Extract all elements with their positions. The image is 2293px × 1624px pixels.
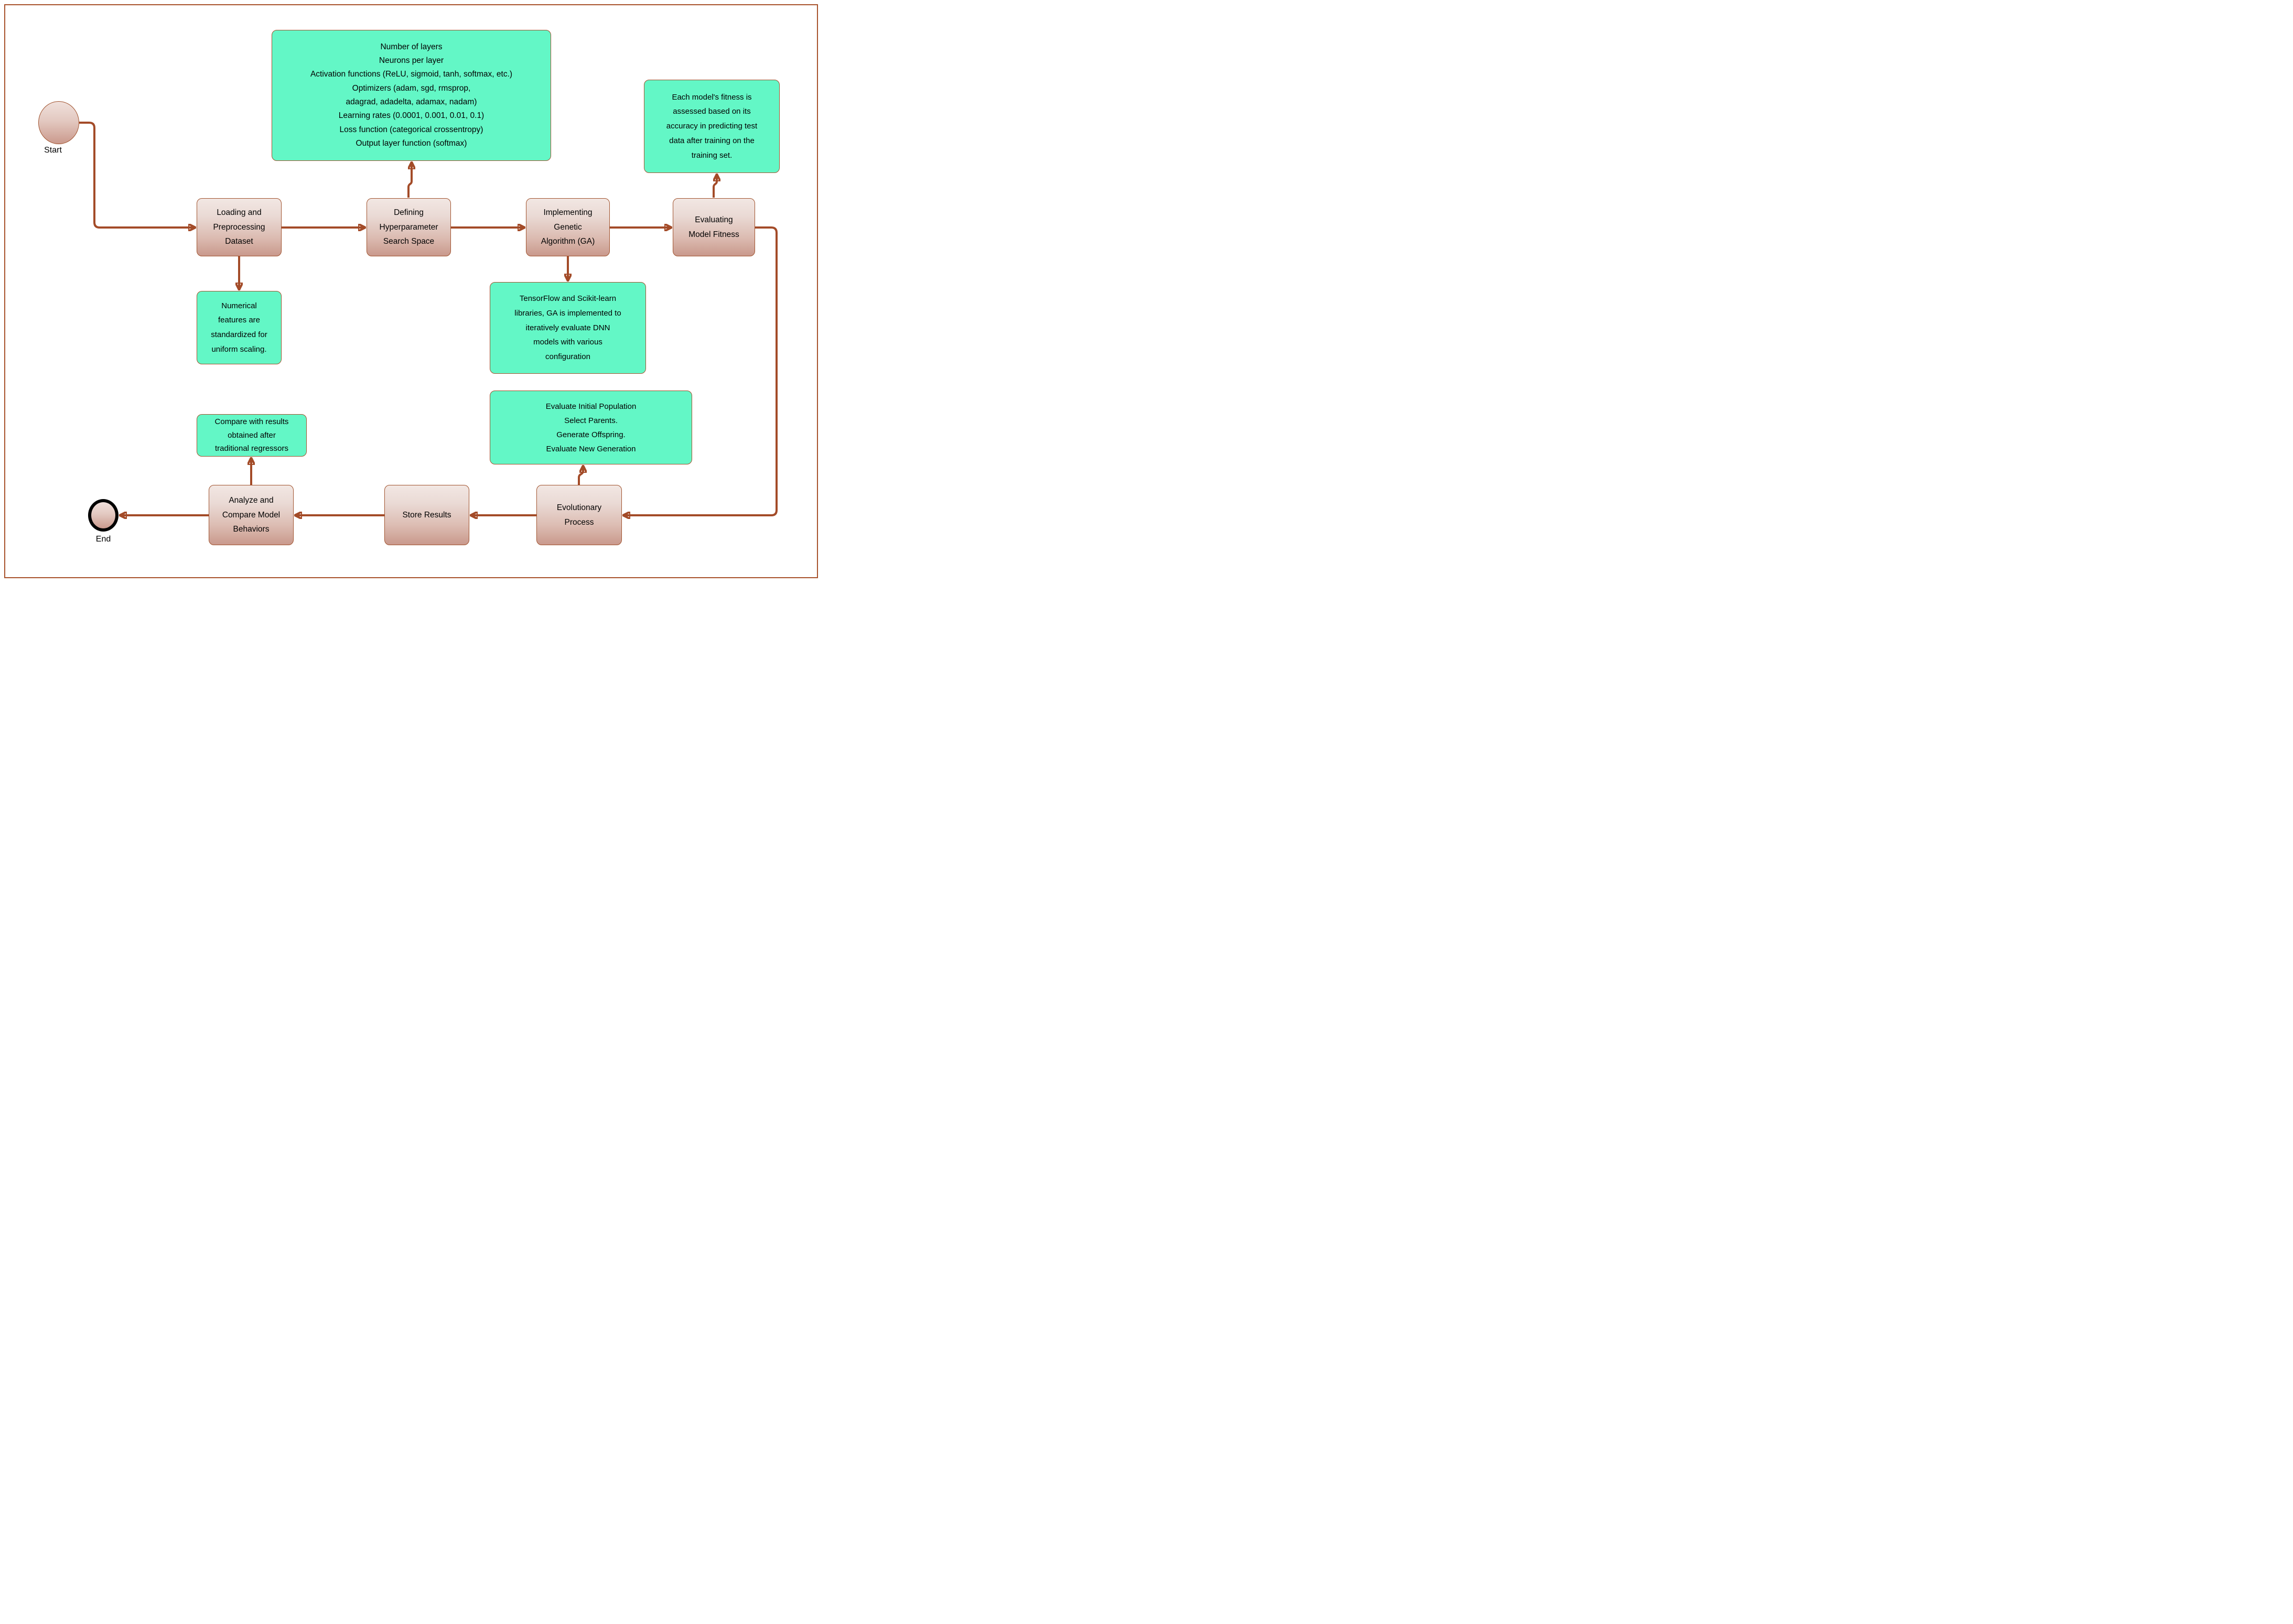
process-evolutionary: Evolutionary Process	[536, 485, 622, 545]
note-hyperparameter-search-space: Number of layers Neurons per layer Activ…	[272, 30, 551, 161]
note-ga-steps: Evaluate Initial Population Select Paren…	[490, 391, 692, 464]
flowchart-canvas: Start End Loading and Preprocessing Data…	[0, 0, 822, 582]
connector-start-to-loading	[79, 122, 196, 228]
connector-evolutionary-to-gasteps-note	[578, 465, 583, 485]
process-defining-search-space: Defining Hyperparameter Search Space	[367, 198, 451, 256]
note-model-fitness: Each model's fitness is assessed based o…	[644, 80, 780, 173]
process-analyze-compare: Analyze and Compare Model Behaviors	[209, 485, 294, 545]
connector-evaluating-to-fitness-note	[713, 174, 717, 198]
process-implementing-ga: Implementing Genetic Algorithm (GA)	[526, 198, 610, 256]
process-evaluating-fitness: Evaluating Model Fitness	[673, 198, 755, 256]
note-feature-scaling: Numerical features are standardized for …	[197, 291, 282, 364]
process-store-results: Store Results	[384, 485, 469, 545]
start-node	[38, 101, 79, 144]
process-loading-preprocessing: Loading and Preprocessing Dataset	[197, 198, 282, 256]
start-label: Start	[44, 146, 62, 155]
note-compare-regressors: Compare with results obtained after trad…	[197, 414, 307, 457]
end-node	[88, 499, 119, 532]
end-label: End	[95, 535, 111, 544]
connector-defining-to-hyperparams-note	[407, 162, 412, 198]
connector-evaluating-to-evolutionary	[623, 226, 778, 515]
note-ga-implementation: TensorFlow and Scikit-learn libraries, G…	[490, 282, 646, 374]
